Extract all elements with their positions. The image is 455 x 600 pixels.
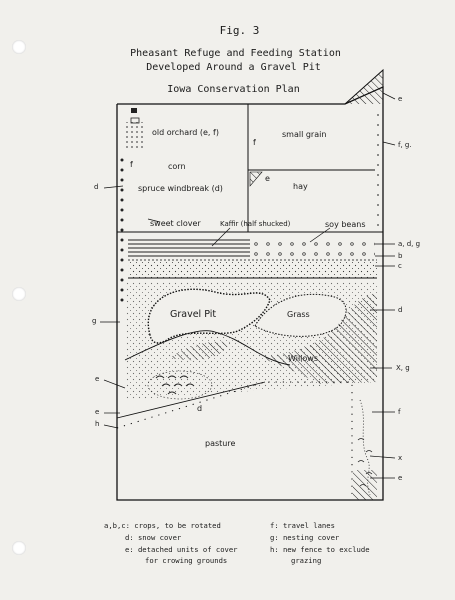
legend-h-line1: h: new fence to exclude xyxy=(270,545,370,554)
roadside-triangle xyxy=(344,68,384,105)
label-corn: corn xyxy=(168,162,186,171)
old-orchard-patch xyxy=(124,122,146,150)
side-label-e2-left: e xyxy=(95,408,100,416)
grass-area-outline xyxy=(254,293,347,337)
label-spruce-windbreak: spruce windbreak (d) xyxy=(138,184,223,193)
figure-number: Fig. 3 xyxy=(219,24,260,37)
label-grass: Grass xyxy=(287,310,310,319)
soybean-strip xyxy=(250,238,375,258)
figure-title-line2: Developed Around a Gravel Pit xyxy=(146,62,321,73)
label-gravel-pit: Gravel Pit xyxy=(170,309,217,320)
legend-h-line2: grazing xyxy=(291,556,322,565)
willows-hatched xyxy=(262,293,377,384)
gravel-pit-outline xyxy=(147,288,271,344)
legend-d: d: snow cover xyxy=(125,533,182,542)
figure-subtitle: Iowa Conservation Plan xyxy=(167,84,300,95)
legend-abc: a,b,c: crops, to be rotated xyxy=(104,521,221,530)
spruce-windbreak-dots xyxy=(120,158,124,302)
side-label-e-top-right: e xyxy=(398,95,403,103)
label-pasture: pasture xyxy=(205,439,236,448)
legend-g: g: nesting cover xyxy=(270,533,340,542)
side-label-d-right: d xyxy=(398,306,403,314)
label-soy-beans: soy beans xyxy=(325,220,366,229)
binder-hole-middle xyxy=(12,287,26,301)
label-f-corn: f xyxy=(130,160,133,169)
dotted-cover-strip xyxy=(128,262,377,278)
label-old-orchard: old orchard (e, f) xyxy=(152,128,219,137)
side-label-xg-right: X, g xyxy=(396,364,410,372)
side-label-h-left: h xyxy=(95,420,100,428)
label-kaffir: Kaffir (half shucked) xyxy=(220,220,291,228)
side-label-g-left: g xyxy=(92,317,97,325)
outer-boundary xyxy=(116,85,384,501)
side-label-c-right: c xyxy=(398,262,402,270)
label-hay: hay xyxy=(293,182,308,191)
legend-e-line1: e: detached units of cover xyxy=(125,545,238,554)
side-label-x-right: x xyxy=(398,454,403,462)
side-label-e-bottom-right: e xyxy=(398,474,403,482)
side-label-d-left: d xyxy=(94,183,99,191)
side-label-adg-right: a, d, g xyxy=(398,240,421,248)
binder-hole-bottom xyxy=(12,541,26,555)
binder-hole-top xyxy=(12,40,26,54)
label-small-grain: small grain xyxy=(282,130,327,139)
label-e-hay: e xyxy=(265,174,270,183)
legend-f: f: travel lanes xyxy=(270,521,335,530)
figure-title-line1: Pheasant Refuge and Feeding Station xyxy=(130,48,341,59)
label-willows: Willows xyxy=(288,354,319,363)
side-label-b-right: b xyxy=(398,252,403,260)
label-sweet-clover: sweet clover xyxy=(150,219,201,228)
side-label-e-left: e xyxy=(95,375,100,383)
hatched-slope xyxy=(170,341,230,361)
label-d-crowing: d xyxy=(197,404,203,413)
side-label-fg-right: f, g. xyxy=(398,141,412,149)
travel-lane-dots xyxy=(377,114,379,226)
legend-e-line2: for crowing grounds xyxy=(145,556,228,565)
side-label-f-right: f xyxy=(398,408,401,416)
label-f-small-grain: f xyxy=(253,138,256,147)
crowing-ground-marks xyxy=(155,375,195,395)
kaffir-strip-lines xyxy=(128,239,250,257)
